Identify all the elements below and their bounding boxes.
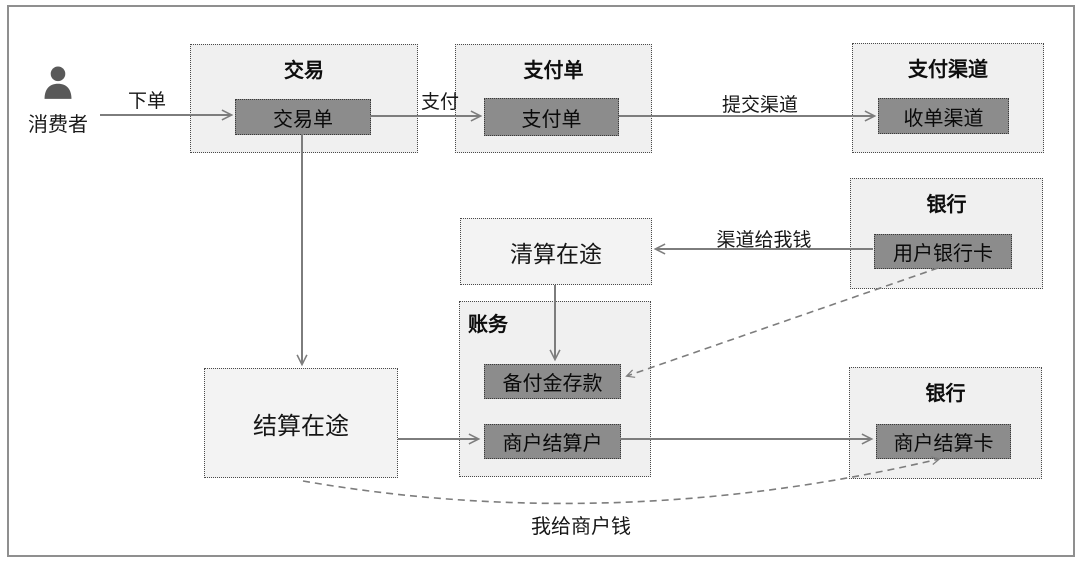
node-user-bank-card: 用户银行卡 [874, 234, 1012, 269]
node-payment-order: 支付单 [484, 98, 619, 136]
group-payment-channel: 支付渠道 收单渠道 [852, 43, 1044, 153]
group-bank-top: 银行 用户银行卡 [850, 178, 1043, 289]
node-acquiring-channel: 收单渠道 [878, 98, 1009, 134]
person-icon [44, 66, 72, 99]
group-bank-top-title: 银行 [926, 194, 967, 216]
edge-label-i-pay-merchant: 我给商户钱 [531, 516, 631, 538]
group-accounting-title: 账务 [468, 314, 508, 336]
node-merchant-settlement-card: 商户结算卡 [876, 424, 1011, 459]
edge-label-place-order: 下单 [127, 91, 166, 112]
node-clearing-in-transit: 清算在途 [460, 218, 652, 285]
group-payment-channel-title: 支付渠道 [908, 59, 988, 81]
edge-label-submit-channel: 提交渠道 [721, 95, 798, 116]
group-trade: 交易 交易单 [190, 44, 418, 153]
group-trade-title: 交易 [284, 60, 324, 82]
edge-label-channel-pays-me: 渠道给我钱 [716, 230, 812, 251]
group-payment: 支付单 支付单 [455, 44, 652, 153]
node-merchant-settlement-account: 商户结算户 [484, 424, 621, 459]
group-bank-bottom-title: 银行 [925, 383, 966, 405]
node-trade-order: 交易单 [235, 99, 371, 135]
node-settlement-in-transit: 结算在途 [204, 368, 398, 478]
group-accounting: 账务 备付金存款 商户结算户 [459, 301, 651, 477]
edge-label-pay: 支付 [420, 92, 459, 113]
consumer-label: 消费者 [28, 114, 88, 136]
group-bank-bottom: 银行 商户结算卡 [849, 367, 1042, 479]
group-payment-title: 支付单 [523, 60, 584, 82]
node-reserve-deposit: 备付金存款 [484, 364, 621, 399]
consumer-node: 消费者 [18, 64, 98, 137]
